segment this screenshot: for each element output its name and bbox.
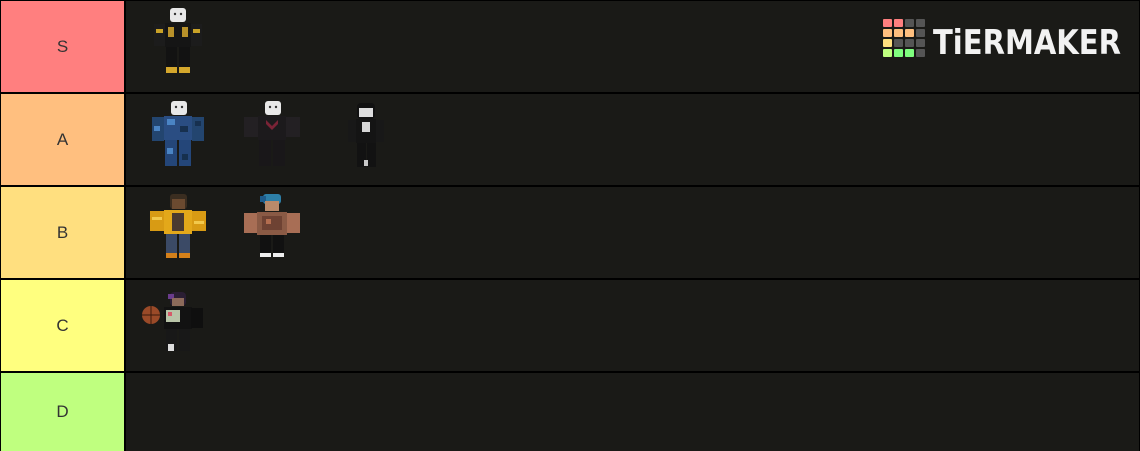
tiermaker-grid-icon <box>883 19 925 57</box>
tier-row-c: C <box>0 279 1140 372</box>
tiermaker-wordmark: TiERMAKER <box>933 23 1121 63</box>
avatar-gold-black-suit[interactable] <box>138 5 218 89</box>
tiermaker-logo: TiERMAKER <box>883 19 1121 63</box>
tier-row-a: A <box>0 93 1140 186</box>
avatar-yellow-jacket[interactable] <box>138 191 218 275</box>
avatar-blue-camo[interactable] <box>138 98 218 182</box>
avatar-blue-hair-brown-shirt[interactable] <box>232 191 312 275</box>
tier-label-a[interactable]: A <box>1 94 124 185</box>
tier-items-d <box>126 373 1139 451</box>
avatar-basketball-player[interactable] <box>138 284 218 368</box>
tier-items-c <box>126 280 1139 371</box>
tier-label-s[interactable]: S <box>1 1 124 92</box>
avatar-black-hair-suit[interactable] <box>326 98 406 182</box>
tier-items-a <box>126 94 1139 185</box>
tier-items-s <box>126 1 1139 92</box>
avatar-black-red-suit[interactable] <box>232 98 312 182</box>
tier-row-d: D <box>0 372 1140 451</box>
tier-label-c[interactable]: C <box>1 280 124 371</box>
tier-label-b[interactable]: B <box>1 187 124 278</box>
tier-label-d[interactable]: D <box>1 373 124 451</box>
tier-row-b: B <box>0 186 1140 279</box>
tier-row-s: S <box>0 0 1140 93</box>
tier-items-b <box>126 187 1139 278</box>
